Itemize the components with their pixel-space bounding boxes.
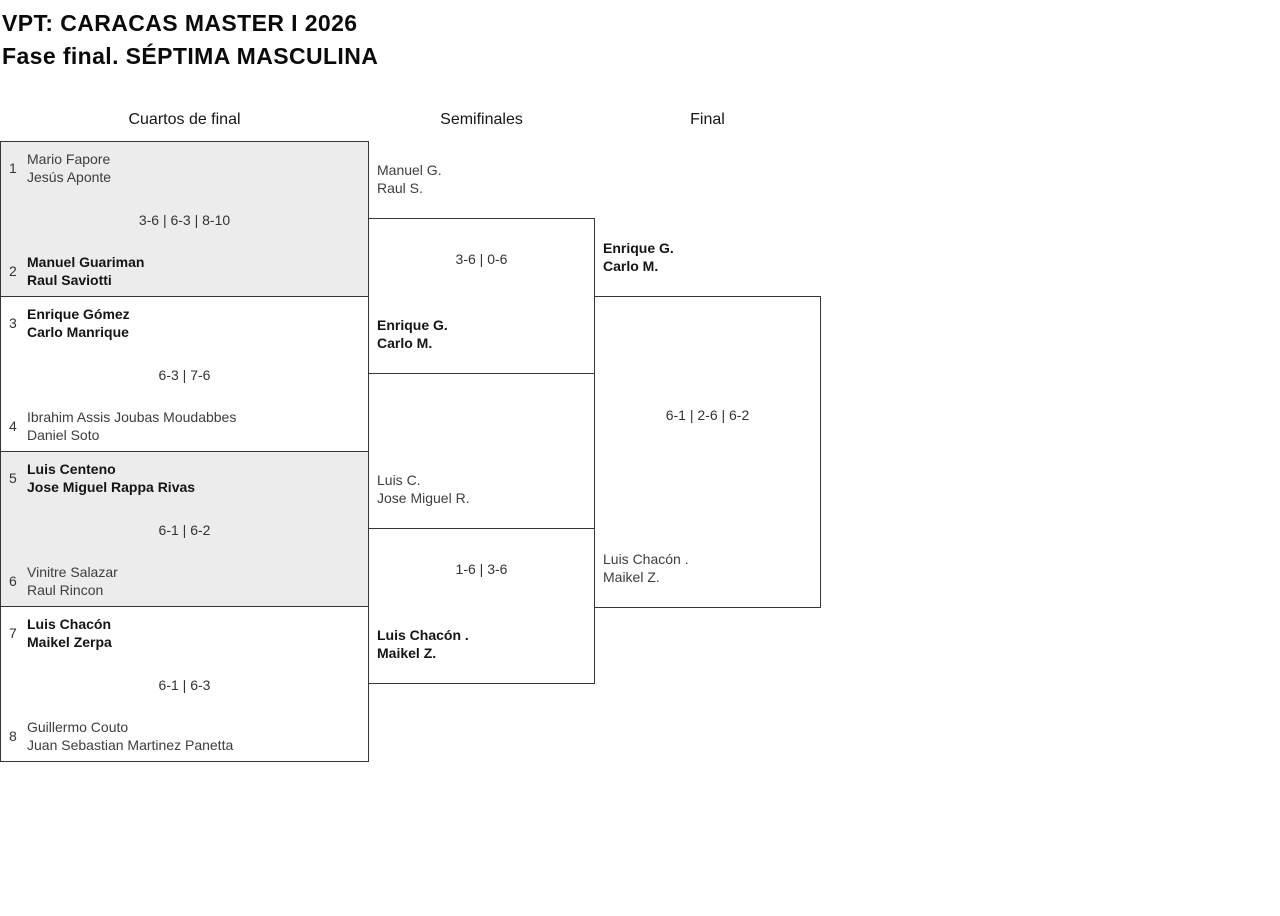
player-name: Daniel Soto <box>27 427 100 443</box>
match-slot-top: 5 Luis Centeno Jose Miguel Rappa Rivas <box>9 460 195 496</box>
player-name: Maikel Z. <box>603 569 660 585</box>
player-name: Raul S. <box>377 180 423 196</box>
team-names: Vinitre Salazar Raul Rincon <box>27 563 118 599</box>
team-names: Luis Chacón Maikel Zerpa <box>27 615 112 651</box>
team-names: Luis Centeno Jose Miguel Rappa Rivas <box>27 460 195 496</box>
player-name: Enrique G. <box>603 240 674 256</box>
player-name: Maikel Z. <box>377 645 437 661</box>
team-names: Manuel Guariman Raul Saviotti <box>27 253 144 289</box>
seed-number: 6 <box>9 573 17 589</box>
player-name: Carlo M. <box>377 335 433 351</box>
player-name: Raul Saviotti <box>27 272 112 288</box>
player-name: Enrique G. <box>377 317 448 333</box>
match-slot-bottom: 8 Guillermo Couto Juan Sebastian Martine… <box>9 718 233 754</box>
tournament-title: VPT: CARACAS MASTER I 2026 <box>2 10 358 36</box>
seed-number: 1 <box>9 160 17 176</box>
qf-match-4: 7 Luis Chacón Maikel Zerpa 6-1 | 6-3 8 G… <box>0 606 369 762</box>
seed-number: 5 <box>9 470 17 486</box>
team-names: Enrique G. Carlo M. <box>377 316 448 352</box>
match-slot-top: 1 Mario Fapore Jesús Aponte <box>9 150 111 186</box>
match-slot-top: 3 Enrique Gómez Carlo Manrique <box>9 305 130 341</box>
team-names: Ibrahim Assis Joubas Moudabbes Daniel So… <box>27 408 236 444</box>
team-names: Enrique G. Carlo M. <box>603 239 674 275</box>
player-name: Raul Rincon <box>27 582 104 598</box>
team-names: Luis Chacón . Maikel Z. <box>603 550 689 586</box>
team-names: Mario Fapore Jesús Aponte <box>27 150 111 186</box>
player-name: Enrique Gómez <box>27 306 130 322</box>
match-score: 6-3 | 7-6 <box>158 367 211 383</box>
player-name: Jesús Aponte <box>27 169 112 185</box>
player-name: Luis Chacón . <box>603 551 689 567</box>
page-header: VPT: CARACAS MASTER I 2026 Fase final. S… <box>2 7 378 73</box>
round-header-final: Final <box>690 111 725 128</box>
final-match: Enrique G. Carlo M. 6-1 | 2-6 | 6-2 Luis… <box>594 240 821 608</box>
match-score: 1-6 | 3-6 <box>455 561 508 577</box>
match-score: 6-1 | 6-2 <box>158 522 211 538</box>
team-names: Enrique Gómez Carlo Manrique <box>27 305 130 341</box>
qf-match-2: 3 Enrique Gómez Carlo Manrique 6-3 | 7-6… <box>0 296 369 452</box>
match-slot-bottom: 4 Ibrahim Assis Joubas Moudabbes Daniel … <box>9 408 236 444</box>
qf-match-1: 1 Mario Fapore Jesús Aponte 3-6 | 6-3 | … <box>0 141 369 297</box>
player-name: Mario Fapore <box>27 151 111 167</box>
match-score: 3-6 | 0-6 <box>455 251 508 267</box>
player-name: Carlo M. <box>603 258 659 274</box>
match-score: 6-1 | 6-3 <box>158 677 211 693</box>
player-name: Maikel Zerpa <box>27 634 112 650</box>
seed-number: 2 <box>9 263 17 279</box>
team-names: Luis Chacón . Maikel Z. <box>377 626 469 662</box>
player-name: Jose Miguel Rappa Rivas <box>27 479 196 495</box>
player-name: Luis Chacón . <box>377 627 469 643</box>
team-names: Guillermo Couto Juan Sebastian Martinez … <box>27 718 233 754</box>
match-score: 6-1 | 2-6 | 6-2 <box>665 407 750 423</box>
player-name: Manuel G. <box>377 162 442 178</box>
match-score: 3-6 | 6-3 | 8-10 <box>138 212 231 228</box>
seed-number: 4 <box>9 418 17 434</box>
player-name: Luis C. <box>377 472 421 488</box>
player-name: Guillermo Couto <box>27 719 129 735</box>
player-name: Luis Chacón <box>27 616 112 632</box>
player-name: Juan Sebastian Martinez Panetta <box>27 737 234 753</box>
player-name: Manuel Guariman <box>27 254 145 270</box>
match-slot-top: 7 Luis Chacón Maikel Zerpa <box>9 615 112 651</box>
sf-match-1: Manuel G. Raul S. 3-6 | 0-6 Enrique G. C… <box>368 162 595 374</box>
team-names: Luis C. Jose Miguel R. <box>377 471 470 507</box>
match-slot-bottom: 6 Vinitre Salazar Raul Rincon <box>9 563 118 599</box>
seed-number: 7 <box>9 625 17 641</box>
player-name: Ibrahim Assis Joubas Moudabbes <box>27 409 237 425</box>
round-header-quarterfinals: Cuartos de final <box>128 111 241 128</box>
seed-number: 3 <box>9 315 17 331</box>
seed-number: 8 <box>9 728 17 744</box>
round-header-semifinals: Semifinales <box>440 111 523 128</box>
player-name: Luis Centeno <box>27 461 116 477</box>
sf-match-2: Luis C. Jose Miguel R. 1-6 | 3-6 Luis Ch… <box>368 472 595 684</box>
phase-subtitle: Fase final. SÉPTIMA MASCULINA <box>2 43 379 69</box>
qf-match-3: 5 Luis Centeno Jose Miguel Rappa Rivas 6… <box>0 451 369 607</box>
player-name: Vinitre Salazar <box>27 564 118 580</box>
match-slot-bottom: 2 Manuel Guariman Raul Saviotti <box>9 253 144 289</box>
player-name: Carlo Manrique <box>27 324 129 340</box>
team-names: Manuel G. Raul S. <box>377 161 442 197</box>
player-name: Jose Miguel R. <box>377 490 470 506</box>
